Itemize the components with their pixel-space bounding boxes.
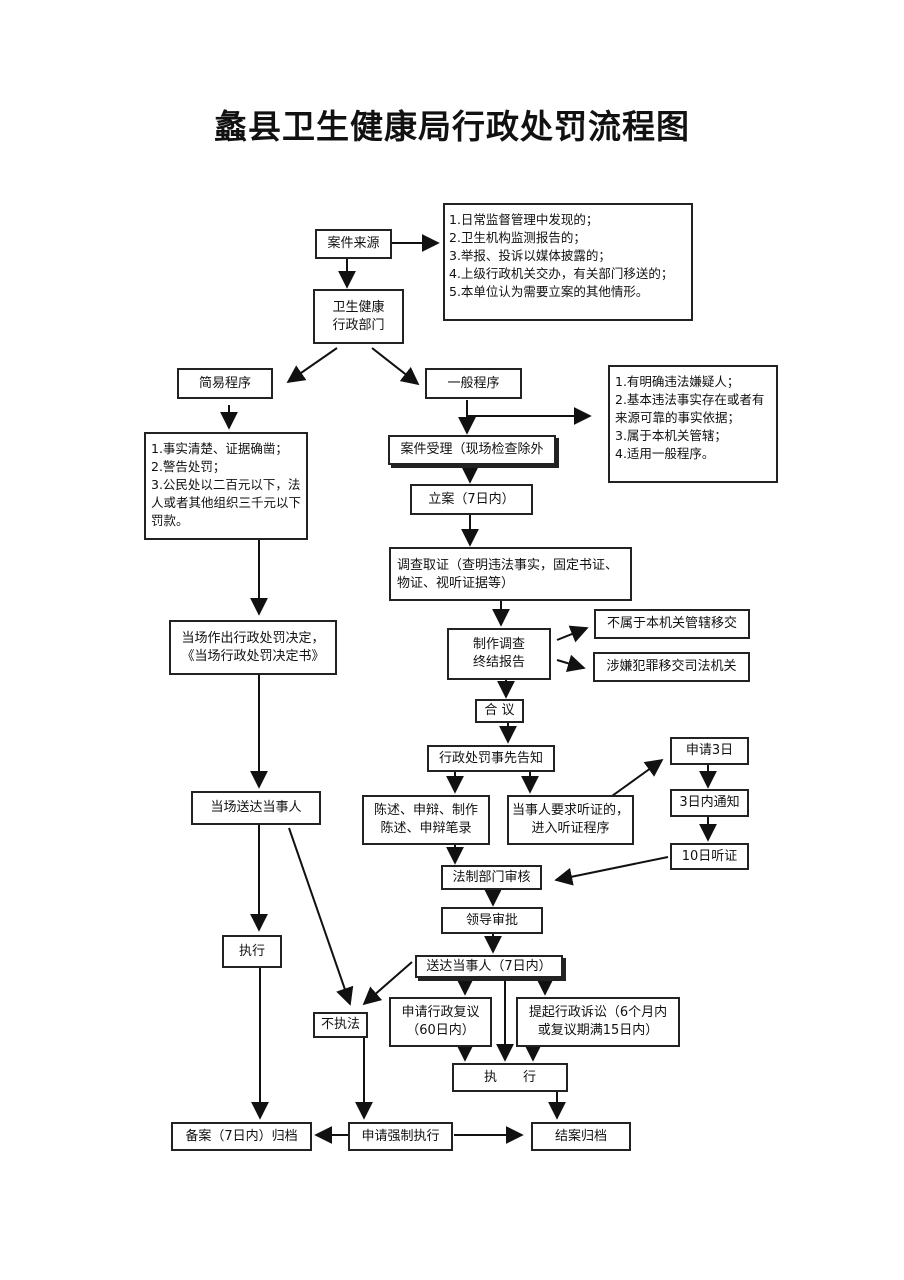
simple-procedure-box: 简易程序 [177, 368, 273, 399]
leader-approve-box: 领导审批 [441, 907, 543, 934]
arrow-hearing-to-apply [611, 758, 664, 797]
review-apply-box: 申请行政复议 （60日内） [389, 997, 492, 1047]
simple-criteria-box: 1.事实清楚、证据确凿； 2.警告处罚； 3.公民处以二百元以下，法人或者其他组… [144, 432, 308, 540]
apply-3days-box: 申请3日 [670, 737, 749, 765]
prior-notice-box: 行政处罚事先告知 [427, 745, 555, 772]
general-criteria-box: 1.有明确违法嫌疑人； 2.基本违法事实存在或者有来源可靠的事实依据； 3.属于… [608, 365, 778, 483]
deliver-7days-box: 送达当事人（7日内） [415, 955, 563, 978]
execute-main-box: 执 行 [452, 1063, 568, 1092]
arrow-onsite-to-notexec [288, 827, 354, 1006]
register-box: 立案（7日内） [410, 484, 533, 515]
page-title: 蠡县卫生健康局行政处罚流程图 [214, 107, 690, 146]
transfer-jurisdiction-box: 不属于本机关管辖移交 [594, 609, 750, 639]
arrow-hearing10-to-review [554, 856, 669, 886]
investigate-box: 调查取证（查明违法事实，固定书证、物证、视听证据等） [389, 547, 632, 601]
close-file-box: 结案归档 [531, 1122, 631, 1151]
file-record-box: 备案（7日内）归档 [171, 1122, 312, 1151]
arrow-dept-to-simple [286, 347, 338, 384]
legal-review-box: 法制部门审核 [441, 865, 542, 890]
onsite-decision-box: 当场作出行政处罚决定， 《当场行政处罚决定书》 [169, 620, 337, 675]
onsite-deliver-box: 当场送达当事人 [191, 791, 321, 825]
report-box: 制作调查 终结报告 [447, 628, 551, 680]
arrow-general-to-criteria [466, 400, 592, 425]
case-source-box: 案件来源 [315, 229, 392, 259]
case-source-list-box: 1.日常监督管理中发现的； 2.卫生机构监测报告的； 3.举报、投诉以媒体披露的… [443, 203, 693, 321]
health-dept-box: 卫生健康 行政部门 [313, 289, 404, 344]
hearing-request-box: 当事人要求听证的， 进入听证程序 [507, 795, 634, 845]
execute-left-box: 执行 [222, 935, 282, 968]
litigation-box: 提起行政诉讼（6个月内 或复议期满15日内） [516, 997, 680, 1047]
notify-3days-box: 3日内通知 [670, 789, 749, 817]
transfer-judicial-box: 涉嫌犯罪移交司法机关 [593, 652, 750, 682]
hearing-10days-box: 10日听证 [670, 843, 749, 870]
enforce-apply-box: 申请强制执行 [348, 1122, 453, 1151]
arrow-report-to-jurisdiction [556, 625, 589, 643]
deliberate-box: 合 议 [475, 699, 524, 723]
case-accept-box: 案件受理（现场检查除外 [388, 435, 556, 465]
general-procedure-box: 一般程序 [425, 368, 522, 399]
arrow-dept-to-general [371, 347, 420, 386]
arrow-report-to-judicial [556, 654, 586, 673]
statement-box: 陈述、申辩、制作 陈述、申辩笔录 [362, 795, 490, 845]
arrow-deliver-to-notexec [362, 961, 413, 1006]
not-execute-box: 不执法 [313, 1012, 368, 1038]
